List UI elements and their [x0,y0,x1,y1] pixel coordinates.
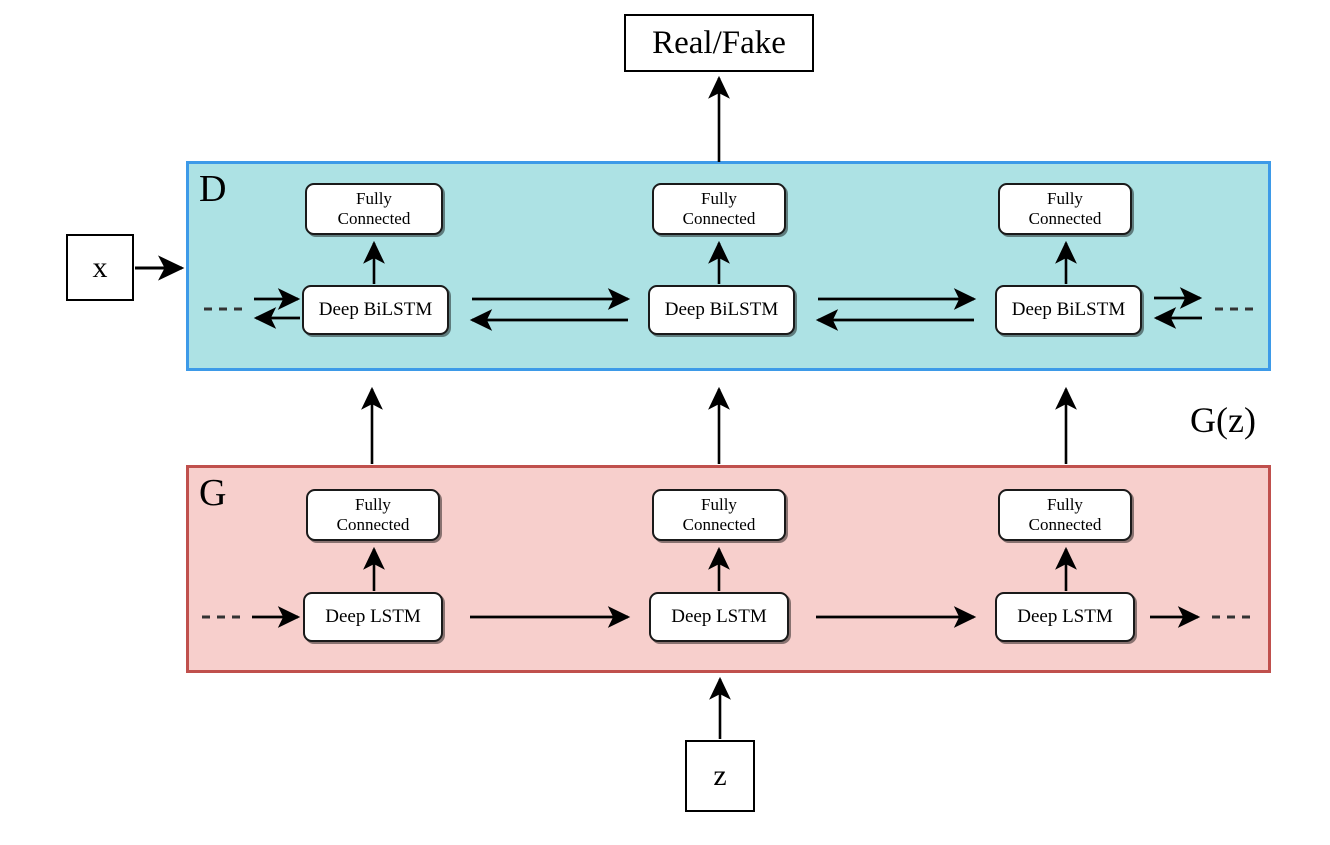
input-node-x: x [66,234,134,301]
fc-label-line1: Fully [701,495,737,515]
generator-panel-label: G [199,472,227,514]
fc-label-line1: Fully [355,495,391,515]
fc-label-line1: Fully [356,189,392,209]
generator-deep-lstm-2: Deep LSTM [649,592,789,642]
fc-label-line2: Connected [682,209,756,228]
discriminator-deep-bilstm-1: Deep BiLSTM [302,285,449,335]
fc-label-line2: Connected [336,515,410,534]
discriminator-deep-bilstm-3: Deep BiLSTM [995,285,1142,335]
output-node-label: Real/Fake [652,24,786,61]
fc-label-line2: Connected [1028,515,1102,534]
input-node-z: z [685,740,755,812]
rnn-label: Deep BiLSTM [318,299,433,321]
discriminator-fully-connected-2: Fully Connected [652,183,786,235]
output-node-real-fake: Real/Fake [624,14,814,72]
discriminator-deep-bilstm-2: Deep BiLSTM [648,285,795,335]
generator-fully-connected-1: Fully Connected [306,489,440,541]
discriminator-fully-connected-1: Fully Connected [305,183,443,235]
fc-label-line2: Connected [337,209,411,228]
fc-label-line1: Fully [1047,189,1083,209]
input-node-z-label: z [713,759,727,792]
discriminator-panel-label: D [199,168,227,210]
fc-label-line1: Fully [701,189,737,209]
rnn-label: Deep LSTM [671,606,767,628]
generator-fully-connected-3: Fully Connected [998,489,1132,541]
generated-output-label: G(z) [1190,400,1256,440]
generator-fully-connected-2: Fully Connected [652,489,786,541]
fc-label-line1: Fully [1047,495,1083,515]
rnn-label: Deep LSTM [1017,606,1113,628]
discriminator-fully-connected-3: Fully Connected [998,183,1132,235]
generator-deep-lstm-3: Deep LSTM [995,592,1135,642]
input-node-x-label: x [92,250,108,284]
rnn-label: Deep LSTM [325,606,421,628]
generator-deep-lstm-1: Deep LSTM [303,592,443,642]
rnn-label: Deep BiLSTM [1011,299,1126,321]
fc-label-line2: Connected [1028,209,1102,228]
fc-label-line2: Connected [682,515,756,534]
rnn-label: Deep BiLSTM [664,299,779,321]
